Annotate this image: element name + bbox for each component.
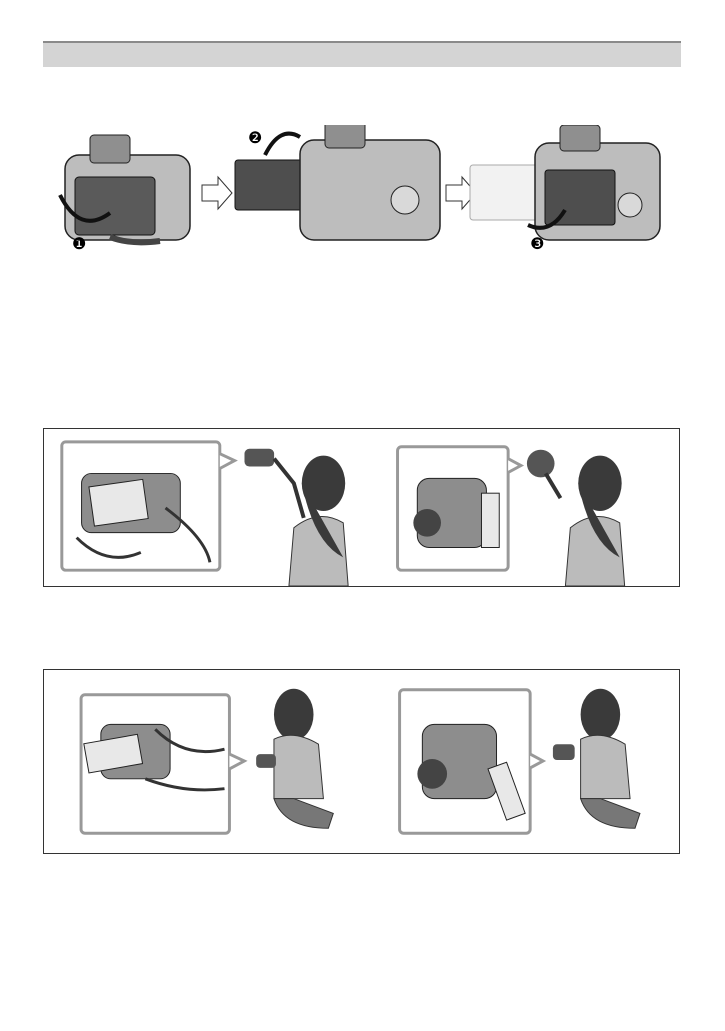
high-angle-panel [43, 428, 680, 587]
section-header-bar [43, 41, 681, 67]
lcd-rotation-illustration: ❶ ❷ ❸ [50, 125, 675, 260]
camera-step-1-icon [60, 135, 190, 242]
person-low-angle-icon [256, 689, 333, 828]
low-angle-panel [43, 669, 680, 854]
step-1-number: ❶ [72, 234, 86, 253]
camera-step-3-icon [470, 125, 660, 240]
step-3-number: ❸ [530, 234, 544, 253]
person-high-angle-icon [244, 449, 348, 586]
camera-step-2-icon [235, 125, 440, 240]
arrow-right-icon [202, 177, 232, 209]
lcd-rotation-steps: ❶ ❷ ❸ [50, 125, 675, 260]
person-high-angle-2-icon [527, 450, 625, 586]
low-angle-illustration [44, 670, 679, 853]
high-angle-illustration [44, 429, 679, 586]
step-2-number: ❷ [248, 128, 262, 147]
person-low-angle-2-icon [553, 689, 640, 828]
